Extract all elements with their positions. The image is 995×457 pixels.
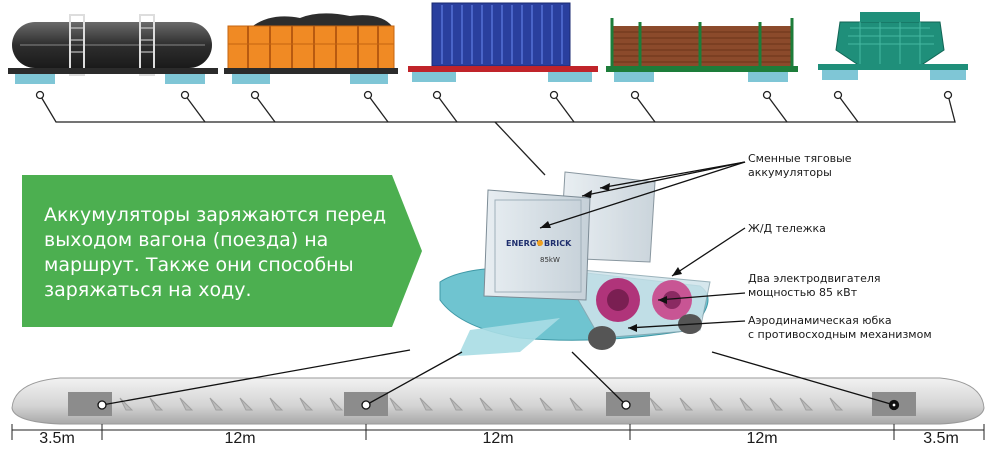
callout-batteries: Сменные тяговые аккумуляторы [748, 152, 852, 180]
wagon-tank [8, 14, 218, 84]
dimension-label: 12m [224, 430, 256, 447]
wagon-timber [606, 18, 798, 82]
callout-line: с противосходным механизмом [748, 328, 932, 341]
wagon-hopper [818, 12, 968, 80]
connector-points [35, 90, 953, 100]
wagon-container [408, 2, 598, 82]
ladder-right [139, 14, 155, 76]
bogie [232, 74, 270, 84]
battery-capacity-label: 85kW [540, 256, 560, 264]
banner-line: заряжаться на ходу. [44, 279, 252, 301]
callout-motors: Два электродвигателя мощностью 85 кВт [748, 272, 881, 300]
bogie [15, 74, 55, 84]
callout-line: аккумуляторы [748, 166, 832, 179]
dimension-label: 12m [746, 430, 778, 447]
callout-arrows [539, 161, 746, 329]
battery-brand-label: ENERGY [506, 239, 542, 248]
banner-arrow-shape [22, 175, 422, 327]
banner-line: маршрут. Также они способны [44, 254, 354, 276]
battery-brand-label-2: BRICK [544, 239, 572, 248]
module-pointer-lines [101, 349, 895, 406]
dimension-label: 12m [482, 430, 514, 447]
callout-line: мощностью 85 кВт [748, 286, 858, 299]
banner-text: Аккумуляторы заряжаются перед выходом ва… [44, 203, 394, 303]
bogie [822, 70, 858, 80]
passenger-car [11, 377, 985, 425]
callout-line: Аэродинамическая юбка [748, 314, 892, 327]
callout-line: Сменные тяговые [748, 152, 852, 165]
battery-pack-front [483, 189, 591, 301]
bogie [930, 70, 966, 80]
banner-line: выходом вагона (поезда) на [44, 229, 329, 251]
info-banner: Аккумуляторы заряжаются перед выходом ва… [22, 175, 422, 327]
bogie [165, 74, 205, 84]
callout-line: Два электродвигателя [748, 272, 881, 285]
bogie [748, 72, 788, 82]
bogie [614, 72, 654, 82]
callout-line: Ж/Д тележка [748, 222, 826, 235]
banner-line: Аккумуляторы заряжаются перед [44, 204, 387, 226]
anti-climb-plate [458, 318, 560, 356]
ladder-left [69, 14, 85, 76]
coal-load [250, 13, 392, 28]
module-pointer-points [97, 399, 900, 411]
callout-bogie: Ж/Д тележка [748, 222, 826, 236]
callout-arrowheads [540, 183, 682, 332]
bogie-connector-lines [39, 94, 956, 176]
bogie-module-illustration [439, 171, 711, 356]
battery-logo-icon [537, 240, 543, 246]
wagon-gondola [224, 13, 398, 84]
bogie [350, 74, 388, 84]
callout-skirt: Аэродинамическая юбка с противосходным м… [748, 314, 932, 342]
dimension-label: 3.5m [39, 430, 75, 447]
dimension-line [11, 424, 985, 440]
wheel [588, 326, 616, 350]
dimension-label: 3.5m [923, 430, 959, 447]
bogie [548, 72, 592, 82]
bogie [412, 72, 456, 82]
